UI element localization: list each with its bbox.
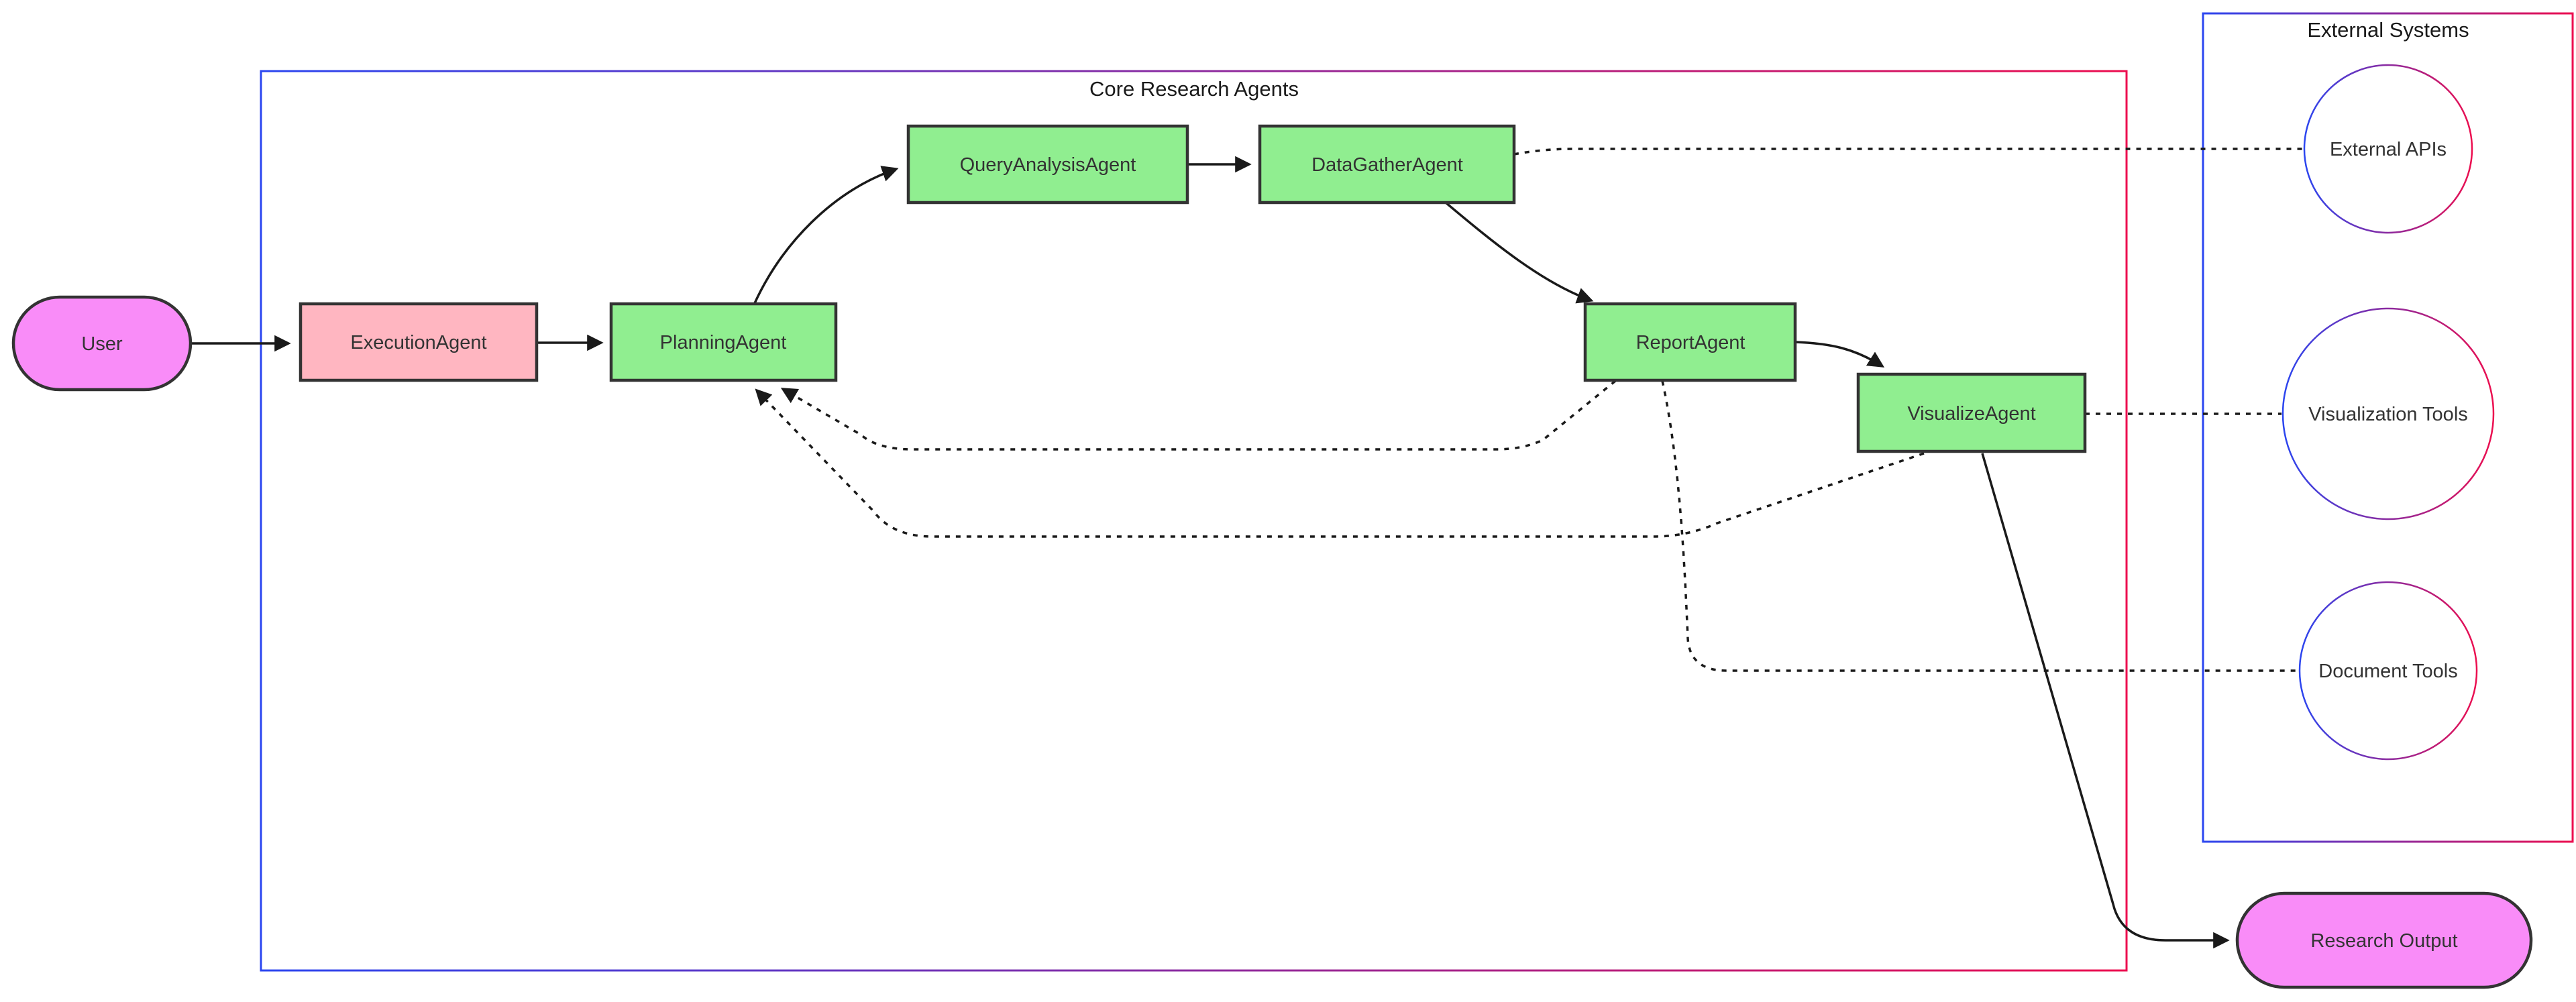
external-systems-title: External Systems (2307, 18, 2469, 42)
core-research-agents-box (260, 70, 2128, 972)
node-visualize-agent: VisualizeAgent (1856, 372, 2087, 453)
edge-visualizeagent-to-researchoutput (1981, 453, 2230, 949)
node-execution-agent: ExecutionAgent (299, 302, 539, 382)
edge-reportagent-to-documenttools (1661, 380, 2298, 672)
node-query-analysis-agent: QueryAnalysisAgent (906, 124, 1189, 205)
edge-visualizeagent-to-planningagent-feedback (755, 388, 1925, 538)
node-data-gather-agent: DataGatherAgent (1258, 124, 1516, 205)
edge-reportagent-to-planningagent-feedback (780, 380, 1617, 451)
planning-agent-label: PlanningAgent (660, 332, 787, 353)
edge-datagatheragent-to-externalapis (1513, 148, 2303, 156)
node-planning-agent: PlanningAgent (609, 302, 838, 382)
data-gather-agent-label: DataGatherAgent (1311, 154, 1463, 176)
node-document-tools: Document Tools (2298, 581, 2478, 761)
execution-agent-shape (299, 302, 539, 382)
external-apis-label: External APIs (2330, 139, 2447, 160)
execution-agent-label: ExecutionAgent (350, 332, 486, 353)
node-user: User (11, 295, 193, 392)
node-report-agent: ReportAgent (1583, 302, 1797, 382)
user-label: User (81, 333, 123, 355)
research-output-shape (2235, 891, 2533, 989)
document-tools-label: Document Tools (2318, 661, 2457, 682)
edge-datagatheragent-to-reportagent (1444, 201, 1594, 304)
node-external-apis: External APIs (2303, 64, 2473, 234)
user-shape (11, 295, 193, 392)
core-research-agents-title: Core Research Agents (1089, 77, 1299, 101)
edges (190, 148, 2303, 949)
planning-agent-shape (609, 302, 838, 382)
document-tools-shape (2298, 581, 2478, 761)
data-gather-agent-shape (1258, 124, 1516, 205)
external-systems-box (2202, 12, 2574, 843)
query-analysis-agent-label: QueryAnalysisAgent (960, 154, 1136, 176)
cluster-core-research-agents: Core Research Agents (260, 70, 2128, 972)
query-analysis-agent-shape (906, 124, 1189, 205)
visualize-agent-shape (1856, 372, 2087, 453)
external-apis-shape (2303, 64, 2473, 234)
report-agent-label: ReportAgent (1636, 332, 1746, 353)
node-visualization-tools: Visualization Tools (2282, 307, 2495, 520)
edge-planningagent-to-queryanalysisagent (753, 166, 899, 304)
node-research-output: Research Output (2235, 891, 2533, 989)
visualize-agent-label: VisualizeAgent (1907, 403, 2035, 425)
report-agent-shape (1583, 302, 1797, 382)
cluster-external-systems: External Systems (2202, 12, 2574, 843)
edge-reportagent-to-visualizeagent (1794, 341, 1885, 368)
visualization-tools-label: Visualization Tools (2308, 404, 2468, 425)
research-output-label: Research Output (2310, 930, 2457, 952)
visualization-tools-shape (2282, 307, 2495, 520)
